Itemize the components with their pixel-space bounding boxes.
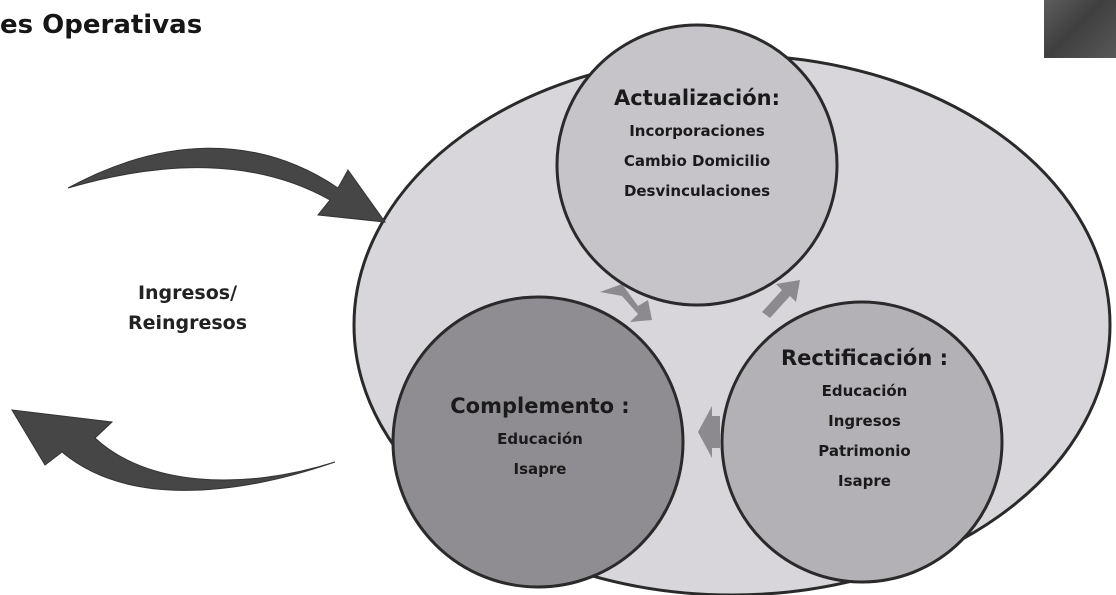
list-item: Educación [497, 430, 583, 448]
circle-rectificacion [720, 300, 1004, 584]
actualizacion-heading: Actualización: [613, 86, 781, 110]
circle-complemento [391, 295, 685, 589]
complemento-text: Complemento : Educación Isapre [420, 394, 660, 484]
side-label-line2: Reingresos [127, 312, 248, 334]
ingresos-reingresos-label: Ingresos/ Reingresos [100, 278, 275, 338]
list-item: Cambio Domicilio [623, 152, 771, 170]
list-item: Desvinculaciones [623, 182, 771, 200]
complemento-heading: Complemento : [450, 394, 630, 418]
rectificacion-text: Rectificación : Educación Ingresos Patri… [752, 346, 977, 496]
side-label-line1: Ingresos/ [137, 282, 238, 304]
list-item: Isapre [513, 460, 567, 478]
cycle-arrow-right [762, 280, 800, 318]
outgoing-arrow [11, 409, 336, 491]
incoming-arrow [67, 147, 387, 223]
cycle-arrow-left [600, 284, 652, 322]
list-item: Incorporaciones [629, 122, 765, 140]
list-item: Educación [821, 382, 908, 400]
cycle-arrow-bottom [698, 406, 720, 458]
actualizacion-text: Actualización: Incorporaciones Cambio Do… [587, 86, 807, 206]
list-item: Patrimonio [818, 442, 911, 460]
page-title: es Operativas [0, 10, 203, 40]
list-item: Isapre [838, 472, 891, 490]
rectificacion-heading: Rectificación : [780, 346, 948, 370]
list-item: Ingresos [828, 412, 901, 430]
circle-actualizacion [555, 23, 839, 307]
corner-image [1044, 0, 1116, 58]
